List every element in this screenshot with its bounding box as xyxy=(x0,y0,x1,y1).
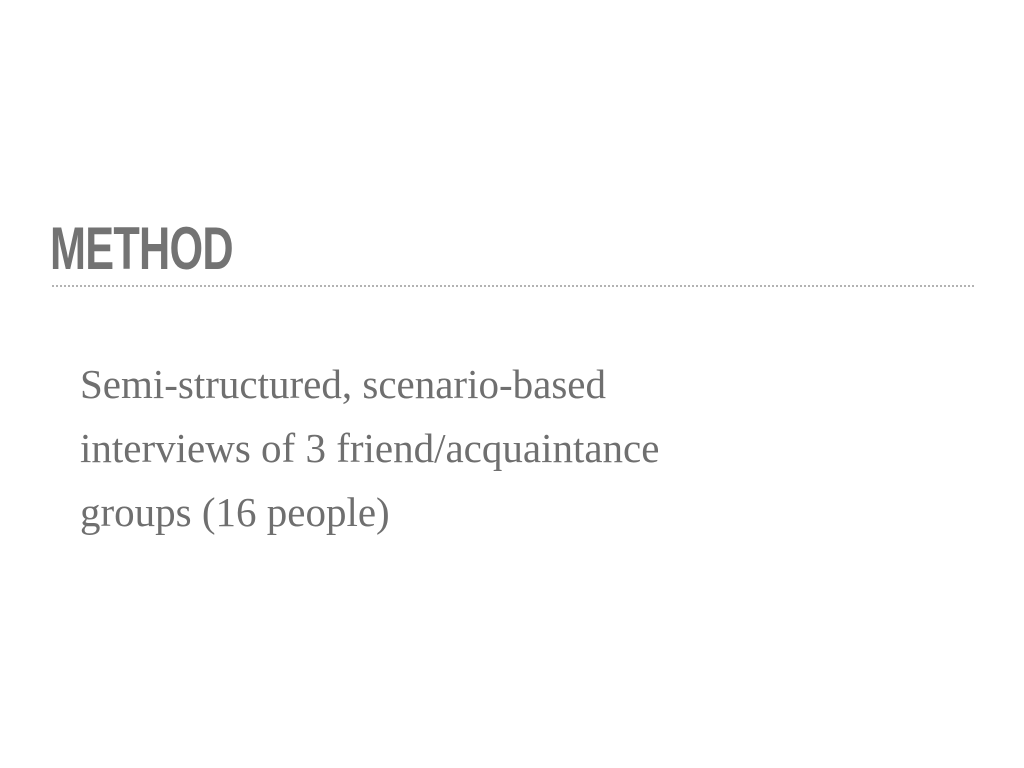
body-line: Semi-structured, scenario-based xyxy=(80,361,606,407)
body-line: interviews of 3 friend/acquaintance xyxy=(80,425,660,471)
slide-body-text: Semi-structured, scenario-based intervie… xyxy=(80,352,900,544)
title-divider xyxy=(52,285,974,287)
body-line: groups (16 people) xyxy=(80,489,390,535)
slide-title: METHOD xyxy=(50,215,234,282)
